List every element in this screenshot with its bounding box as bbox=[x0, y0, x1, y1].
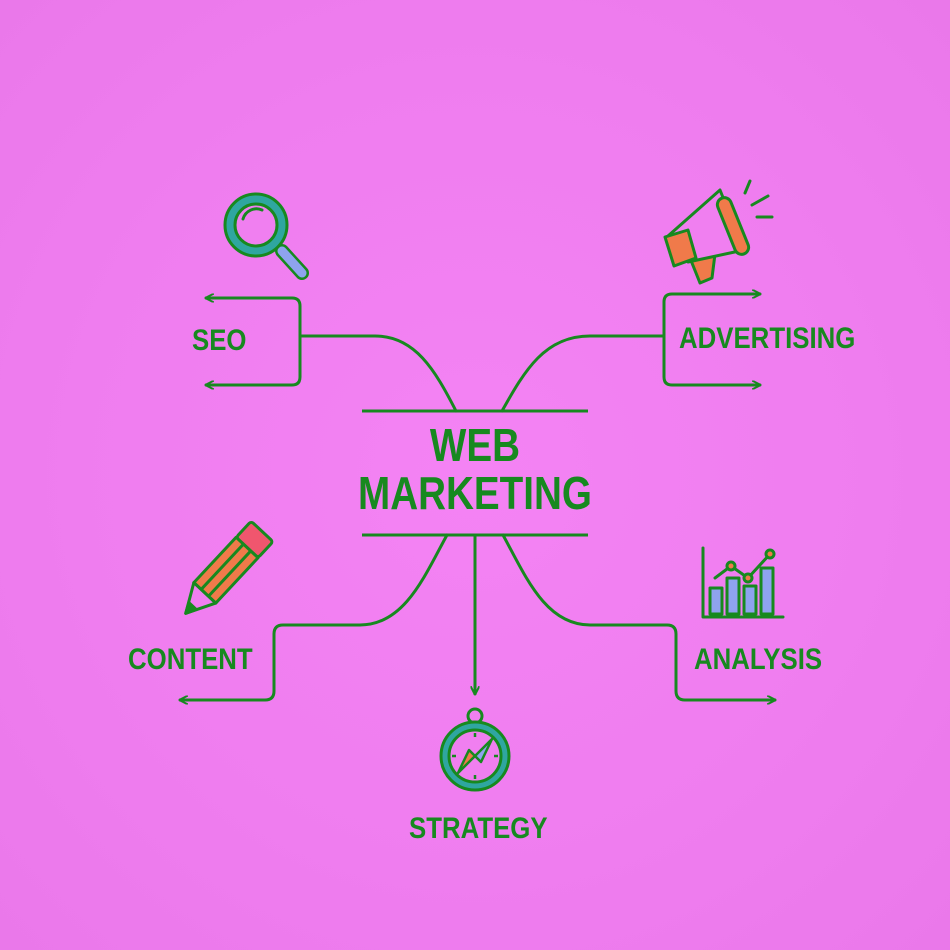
bar-chart-icon bbox=[701, 546, 785, 619]
advertising-bracket-bottom bbox=[662, 334, 762, 385]
seo-bracket-bottom bbox=[204, 334, 302, 385]
compass-icon bbox=[439, 707, 511, 792]
pencil-icon bbox=[184, 520, 274, 615]
seo-label: SEO bbox=[192, 324, 247, 357]
title-line-2: MARKETING bbox=[358, 467, 592, 519]
strategy-label: STRATEGY bbox=[409, 812, 548, 845]
advertising-connector bbox=[500, 334, 666, 413]
title-line-1: WEB bbox=[429, 419, 521, 471]
content-connector bbox=[178, 533, 449, 700]
advertising-label: ADVERTISING bbox=[679, 322, 856, 355]
megaphone-icon bbox=[663, 179, 774, 285]
diagram-title: WEB MARKETING bbox=[353, 421, 597, 517]
seo-connector bbox=[298, 334, 458, 413]
magnifying-glass-icon bbox=[223, 192, 309, 280]
advertising-bracket-top bbox=[662, 294, 762, 338]
seo-bracket-top bbox=[204, 298, 302, 338]
analysis-connector bbox=[501, 533, 777, 700]
content-label: CONTENT bbox=[128, 643, 253, 676]
analysis-label: ANALYSIS bbox=[694, 643, 823, 676]
